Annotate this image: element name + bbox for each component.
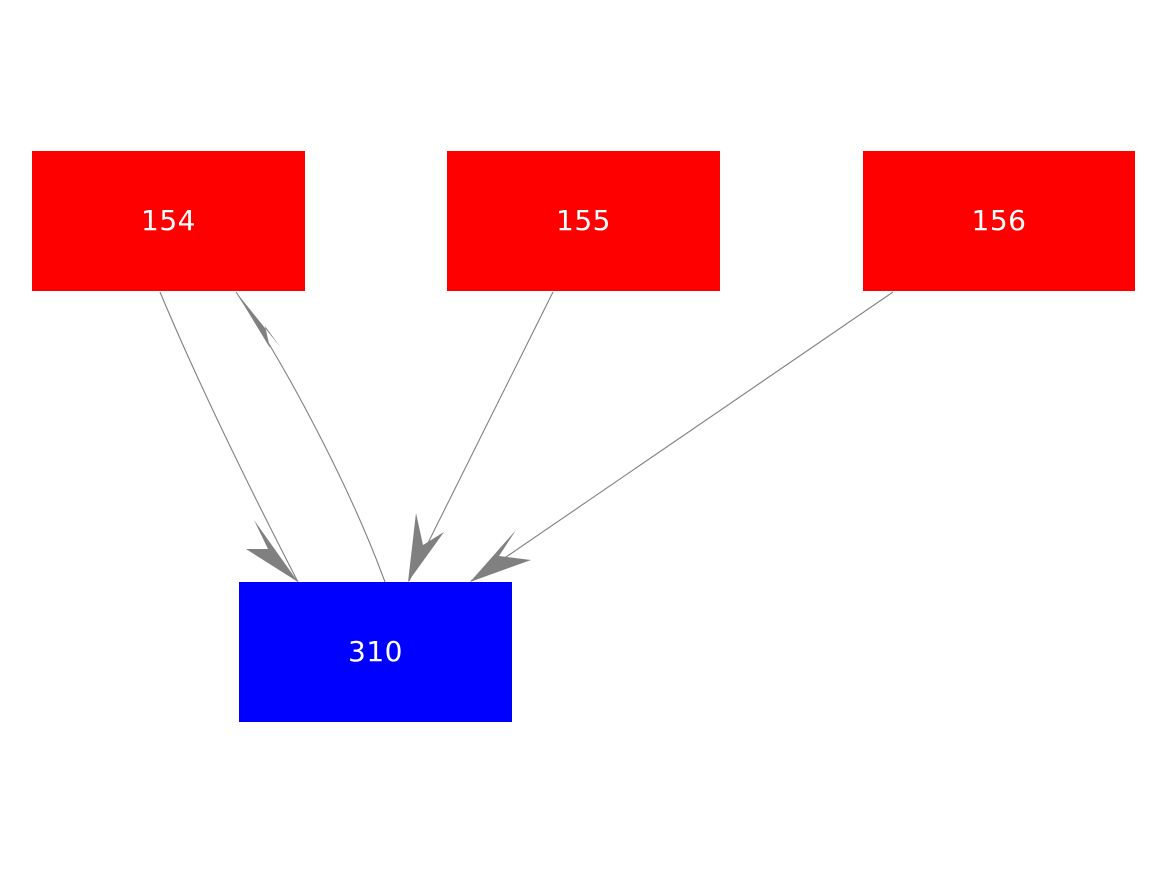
node-label: 156: [971, 204, 1027, 237]
node-label: 310: [348, 635, 403, 668]
node-154[interactable]: 154: [32, 151, 305, 291]
node-155[interactable]: 155: [447, 151, 720, 291]
edge-line-155-to-310: [408, 291, 554, 582]
node-label: 155: [556, 204, 611, 237]
node-label: 154: [141, 204, 196, 237]
edges-group: [159, 291, 894, 583]
arrowhead-icon-155-to-310: [408, 513, 444, 582]
edge-line-156-to-310: [470, 291, 894, 582]
arrowhead-icon-154-to-310: [246, 520, 298, 582]
arrowhead-icon-156-to-310: [470, 530, 531, 582]
arrowhead-icon-310-to-154: [236, 292, 281, 348]
node-156[interactable]: 156: [863, 151, 1135, 291]
edge-line-154-to-310: [159, 291, 299, 583]
node-310[interactable]: 310: [239, 582, 512, 722]
edge-line-310-to-154: [235, 291, 386, 583]
